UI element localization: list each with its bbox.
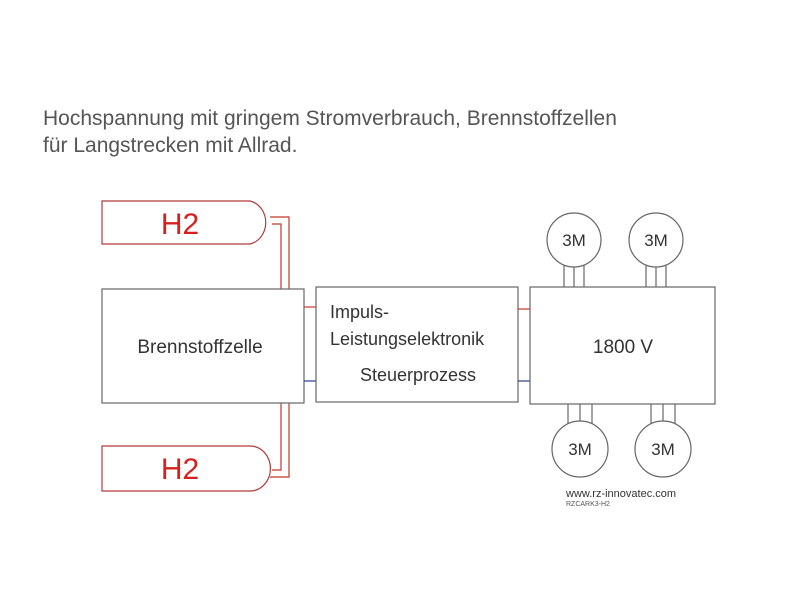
pipe-bottom-inner <box>272 403 282 471</box>
hydrogen-tank-top-label: H2 <box>161 208 199 241</box>
hydrogen-tank-top: H2 <box>101 200 267 245</box>
diagram-code: RZCARK3-H2 <box>566 501 610 508</box>
electronics-line-2: Leistungselektronik <box>330 329 485 349</box>
motor-bottom-right: 3M <box>634 420 692 478</box>
hydrogen-tank-bottom-label: H2 <box>161 453 199 486</box>
electronics-line-1: Impuls- <box>330 302 389 322</box>
motor-bottom-right-label: 3M <box>651 440 675 459</box>
motor-top-right-label: 3M <box>644 231 668 250</box>
pipe-top-outer <box>270 216 290 289</box>
electronics-line-3: Steuerprozess <box>360 365 476 385</box>
pipe-top-inner <box>272 223 282 289</box>
title-line-2: für Langstrecken mit Allrad. <box>43 134 297 157</box>
high-voltage-box: 1800 V <box>529 286 716 405</box>
hydrogen-tank-bottom: H2 <box>101 445 272 492</box>
title-line-1: Hochspannung mit gringem Stromverbrauch,… <box>43 107 617 130</box>
fuel-cell-label: Brennstoffzelle <box>137 337 262 358</box>
motor-top-right: 3M <box>628 212 684 268</box>
motor-top-left-label: 3M <box>562 231 586 250</box>
pipe-bottom-outer <box>270 403 290 478</box>
website-url: www.rz-innovatec.com <box>565 488 676 500</box>
motor-bottom-left-label: 3M <box>568 440 592 459</box>
motor-bottom-left: 3M <box>551 420 609 478</box>
fuel-cell-box: Brennstoffzelle <box>101 288 305 404</box>
motor-top-left: 3M <box>546 212 602 268</box>
power-electronics-box: Impuls- Leistungselektronik Steuerprozes… <box>315 286 519 403</box>
high-voltage-label: 1800 V <box>593 337 654 358</box>
